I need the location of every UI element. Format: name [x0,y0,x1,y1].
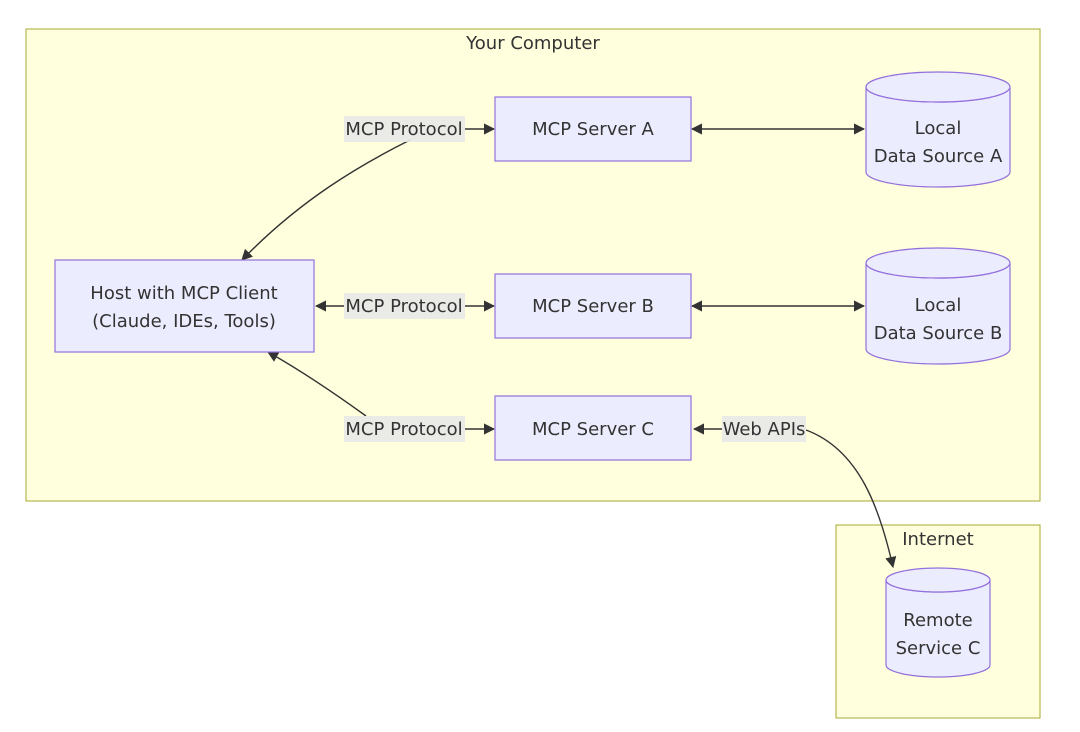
edge-host-server-b: MCP Protocol [314,293,496,319]
node-data-source-a[interactable]: Local Data Source A [865,71,1011,188]
node-remote-service-c-label-line1: Remote [903,610,972,631]
edge-server-c-remote: Web APIs [692,416,897,569]
node-host-box[interactable] [54,259,315,353]
edge-host-server-c-label-bg [344,416,465,442]
edge-host-server-c-label: MCP Protocol [345,419,462,440]
edge-server-c-remote-curve [805,429,897,569]
node-data-source-b-label-line2: Data Source B [874,323,1003,344]
node-server-a-box[interactable] [494,96,692,162]
edge-host-server-c: MCP Protocol [267,351,496,442]
node-server-b[interactable]: MCP Server B [494,273,692,339]
node-remote-service-c-top [885,567,991,593]
node-host-label-line1: Host with MCP Client [90,283,277,304]
node-server-b-label: MCP Server B [532,296,654,317]
node-data-source-b-top [865,247,1011,279]
node-data-source-b[interactable]: Local Data Source B [865,247,1011,365]
node-server-a[interactable]: MCP Server A [494,96,692,162]
node-server-b-box[interactable] [494,273,692,339]
node-server-c[interactable]: MCP Server C [494,395,692,461]
node-server-c-label: MCP Server C [532,419,654,440]
cluster-internet-title: Internet [902,529,973,550]
edge-host-server-a-curve [241,139,411,261]
edge-host-server-a: MCP Protocol [241,116,496,261]
edge-host-server-c-curve [267,351,367,417]
cluster-internet: Internet [835,524,1041,719]
node-server-a-label: MCP Server A [532,119,654,140]
edge-host-server-b-label: MCP Protocol [345,296,462,317]
node-server-c-box[interactable] [494,395,692,461]
node-remote-service-c[interactable]: Remote Service C [885,567,991,678]
node-host[interactable]: Host with MCP Client (Claude, IDEs, Tool… [54,259,315,353]
node-data-source-a-label-line2: Data Source A [874,146,1003,167]
edge-host-server-a-label: MCP Protocol [345,119,462,140]
edge-host-server-b-label-bg [344,293,465,319]
node-host-label-line2: (Claude, IDEs, Tools) [92,311,276,332]
edge-server-c-remote-label: Web APIs [723,419,806,440]
node-data-source-a-label-line1: Local [915,118,962,139]
edge-server-c-remote-label-bg [722,416,806,442]
cluster-your-computer-title: Your Computer [465,33,600,54]
edge-host-server-a-label-bg [344,116,465,142]
node-data-source-a-top [865,71,1011,103]
node-data-source-b-label-line1: Local [915,295,962,316]
node-remote-service-c-label-line2: Service C [896,638,981,659]
